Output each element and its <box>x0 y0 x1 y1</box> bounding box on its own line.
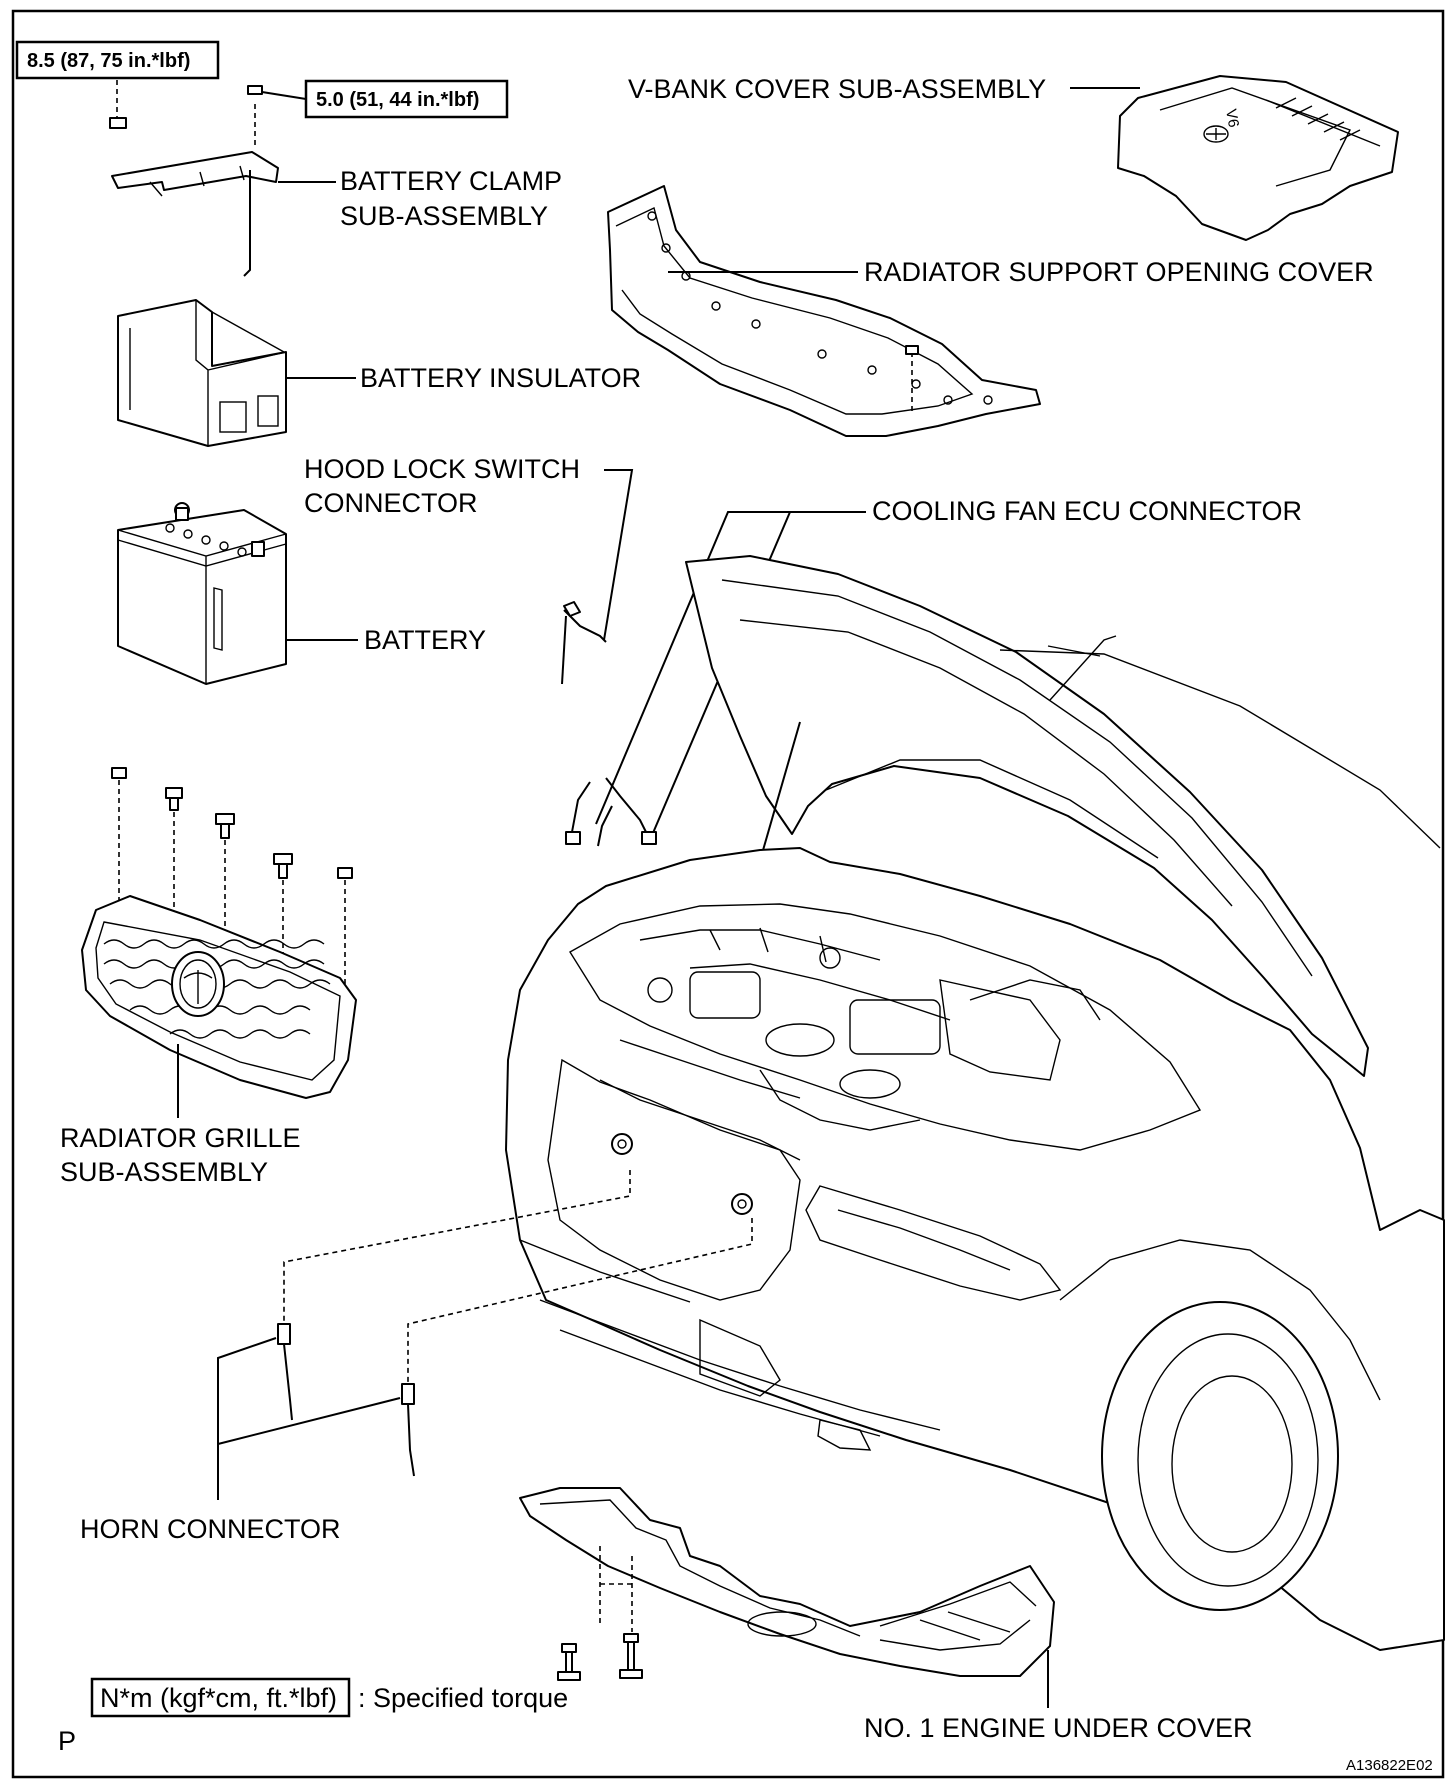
svg-text:V6: V6 <box>1222 108 1242 129</box>
radiator-support-opening-cover-label: RADIATOR SUPPORT OPENING COVER <box>864 257 1374 287</box>
hood-lock-switch-connector-illustration <box>561 469 634 685</box>
torque-legend: N*m (kgf*cm, ft.*lbf) : Specified torque <box>90 1677 568 1718</box>
engine-under-cover-illustration <box>519 1487 1055 1681</box>
radiator-grille-label-line2: SUB-ASSEMBLY <box>60 1157 268 1187</box>
battery-clamp-label-line1: BATTERY CLAMP <box>340 166 562 196</box>
horn-connector-label: HORN CONNECTOR <box>80 1514 341 1544</box>
battery-insulator-label: BATTERY INSULATOR <box>360 363 641 393</box>
battery-insulator-illustration <box>117 299 287 447</box>
torque-spec-8-5: 8.5 (87, 75 in.*lbf) <box>15 40 220 80</box>
radiator-grille-illustration <box>81 767 357 1099</box>
svg-text:5.0 (51, 44 in.*lbf): 5.0 (51, 44 in.*lbf) <box>316 89 479 111</box>
cooling-fan-ecu-connector-label: COOLING FAN ECU CONNECTOR <box>872 496 1302 526</box>
vehicle-illustration <box>505 555 1445 1651</box>
battery-label: BATTERY <box>364 625 486 655</box>
torque-legend-unit: N*m (kgf*cm, ft.*lbf) <box>100 1683 337 1713</box>
battery-clamp-label-line2: SUB-ASSEMBLY <box>340 201 548 231</box>
battery-illustration <box>117 502 287 685</box>
v-bank-cover-label: V-BANK COVER SUB-ASSEMBLY <box>628 74 1046 104</box>
v-bank-cover-illustration: V6 <box>1117 75 1399 241</box>
torque-spec-5-0: 5.0 (51, 44 in.*lbf) <box>304 79 509 119</box>
svg-text:8.5 (87, 75 in.*lbf): 8.5 (87, 75 in.*lbf) <box>27 50 190 72</box>
horn-connector-illustration <box>217 1170 753 1500</box>
figure-frame <box>11 9 1445 1779</box>
engine-under-cover-label: NO. 1 ENGINE UNDER COVER <box>864 1713 1253 1743</box>
radiator-grille-label-line1: RADIATOR GRILLE <box>60 1123 301 1153</box>
figure-id: A136822E02 <box>1346 1757 1433 1774</box>
radiator-support-opening-cover-illustration <box>607 185 1041 437</box>
hood-lock-switch-label-line2: CONNECTOR <box>304 488 478 518</box>
hood-lock-switch-label-line1: HOOD LOCK SWITCH <box>304 454 580 484</box>
page-mark: P <box>58 1726 76 1756</box>
torque-legend-description: : Specified torque <box>358 1683 568 1713</box>
battery-clamp-illustration <box>109 80 307 277</box>
